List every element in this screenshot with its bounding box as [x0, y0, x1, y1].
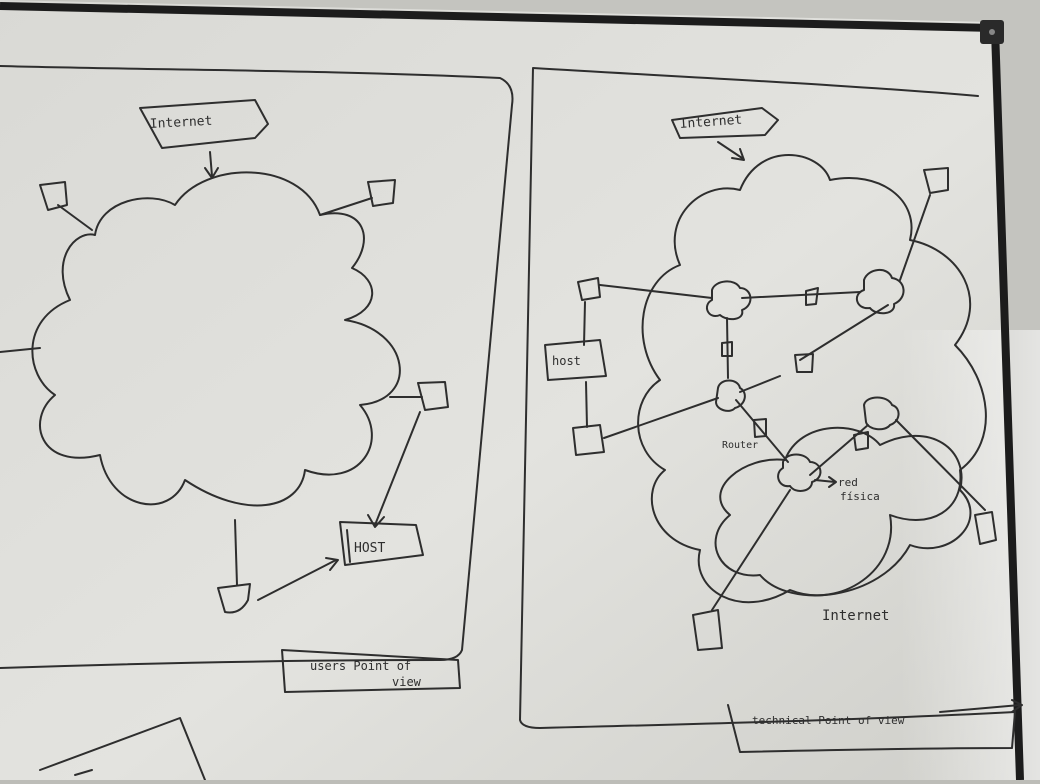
- left-link-edge: [0, 347, 41, 353]
- left-arrow-user-to-host: [257, 557, 339, 601]
- left-host-box: [339, 521, 424, 566]
- right-router-middle-icon: [715, 379, 746, 412]
- right-link-middle-to-center: [739, 375, 781, 393]
- right-internet-tag: [671, 107, 779, 139]
- frame-screw: [989, 29, 995, 35]
- left-user-device-icon: [217, 583, 251, 614]
- right-physical-network-cloud: [714, 426, 972, 597]
- right-link-router-top: [741, 291, 861, 299]
- right-fisica-label: física: [840, 490, 880, 503]
- left-caption-box: [281, 649, 461, 693]
- right-device-left-top-icon: [577, 277, 601, 301]
- right-router-far-right-icon: [863, 396, 900, 431]
- left-link-top-left: [57, 204, 93, 231]
- right-device-far-right-icon: [974, 511, 997, 545]
- right-router-top-right-icon: [855, 269, 905, 315]
- right-link-device-to-router: [599, 284, 713, 299]
- board-surface: [0, 0, 1020, 780]
- bottom-paper-mark: [74, 769, 93, 776]
- left-host-mark: [346, 529, 351, 563]
- right-link-far-right-device: [895, 419, 986, 511]
- right-tag-arrow-icon: [717, 141, 745, 161]
- right-host-label: host: [552, 354, 581, 368]
- right-device-vertical-icon: [721, 341, 733, 357]
- left-internet-tag-label: Internet: [149, 114, 212, 132]
- right-device-bottom-icon: [692, 609, 723, 651]
- right-panel-border: [519, 67, 1016, 729]
- right-router-label: Router: [722, 440, 758, 451]
- right-link-top-right-device: [899, 194, 931, 281]
- right-device-router-label-icon: [753, 418, 767, 438]
- right-caption: technical Point of view: [752, 714, 905, 727]
- right-arrow-red-fisica-icon: [814, 476, 837, 488]
- left-device-top-left-icon: [39, 181, 68, 211]
- left-device-right-icon: [417, 381, 449, 411]
- right-device-top-right-icon: [923, 167, 949, 194]
- right-device-near-far-right-icon: [853, 431, 869, 451]
- left-caption-line1: users Point of: [310, 659, 411, 673]
- right-device-mid-link-icon: [805, 287, 819, 306]
- right-device-center-icon: [794, 353, 814, 373]
- left-arrow-to-host: [367, 411, 421, 528]
- left-panel-border: [0, 65, 514, 669]
- right-link-middle-to-bottom: [735, 399, 789, 463]
- left-link-top-right: [319, 197, 373, 216]
- right-red-label: red: [838, 476, 858, 489]
- right-router-top-left-icon: [705, 280, 752, 321]
- left-link-user: [234, 519, 238, 586]
- left-internet-cloud: [31, 171, 401, 507]
- bottom-paper-edge: [39, 717, 206, 781]
- right-link-device-to-middle: [603, 397, 719, 439]
- right-link-device-to-host: [583, 301, 586, 346]
- left-host-label: HOST: [354, 541, 385, 556]
- right-internet-label: Internet: [822, 608, 889, 624]
- right-internet-cloud: [637, 154, 987, 604]
- right-link-top-right-to-device: [799, 304, 889, 361]
- right-link-router-vertical: [726, 317, 729, 379]
- right-caption-box: [727, 704, 1016, 753]
- left-internet-tag: [139, 99, 269, 149]
- right-link-host-to-device: [585, 381, 588, 428]
- left-caption-line2: view: [392, 675, 422, 689]
- right-internet-tag-label: Internet: [679, 113, 743, 132]
- right-link-bottom-device: [711, 489, 791, 611]
- right-device-left-bottom-icon: [572, 424, 605, 456]
- right-router-bottom-icon: [777, 453, 822, 492]
- right-caption-arrow-icon: [939, 699, 1023, 713]
- right-host-box: [544, 339, 607, 381]
